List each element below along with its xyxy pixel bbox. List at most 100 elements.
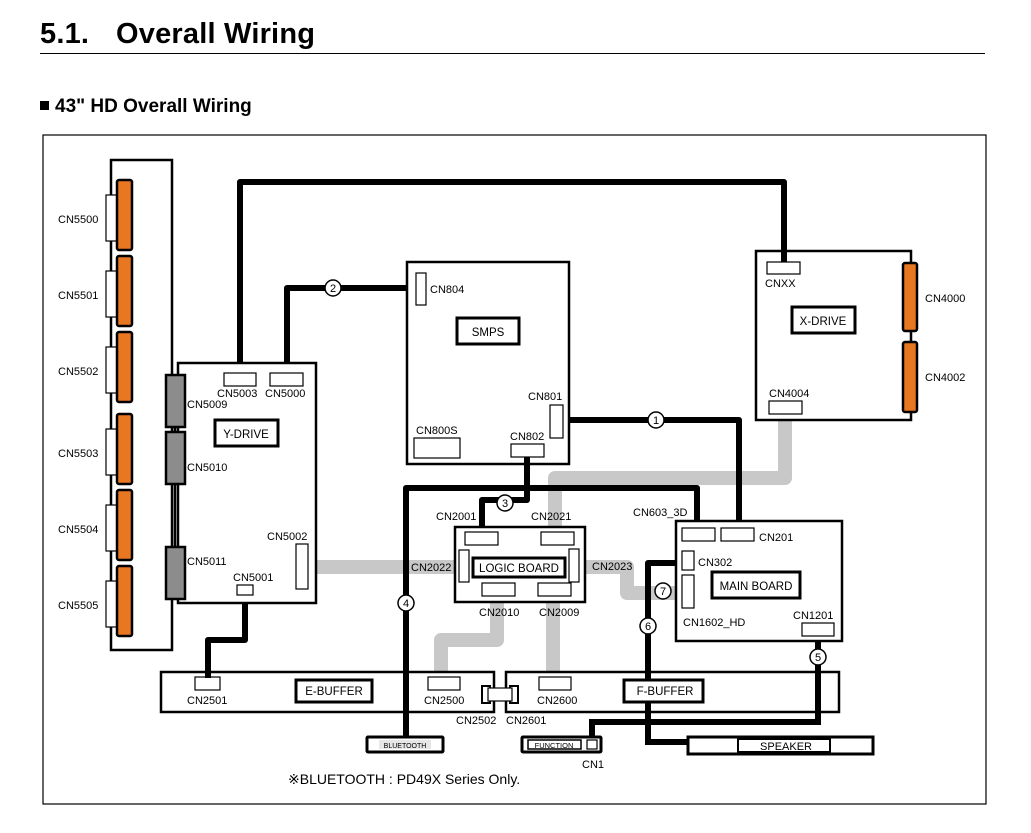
cn4004-label: CN4004: [769, 388, 809, 400]
panel-connector-label: CN5500: [58, 214, 98, 226]
cn2023-label: CN2023: [592, 561, 632, 573]
cn603-3d-label: CN603_3D: [633, 507, 687, 519]
x-drive-label-box: [790, 305, 857, 335]
cn2500-label: CN2500: [424, 695, 464, 707]
cn802-connector: [510, 443, 545, 458]
cn800s-label: CN800S: [416, 425, 458, 437]
smps-label-box: [455, 316, 521, 346]
cn2022-label: CN2022: [411, 562, 451, 574]
cable-marker-2: [324, 279, 342, 297]
cn2009-connector: [537, 582, 572, 597]
cnxx-label: CNXX: [765, 278, 796, 290]
cable-marker-label: 1: [653, 415, 659, 427]
heading-rule: [40, 53, 985, 54]
diagram-frame: [42, 134, 987, 805]
cn5002-connector: [295, 543, 309, 590]
panel-connector-label: CN5505: [58, 600, 98, 612]
panel-connector-cn5503: [115, 412, 134, 486]
cn2600-connector: [538, 676, 572, 691]
cable-marker-label: 7: [660, 586, 666, 598]
y-drive-label: Y-DRIVE: [223, 429, 269, 441]
cn2501-connector: [194, 676, 221, 691]
cn2021-label: CN2021: [531, 511, 571, 523]
cn5000-connector: [269, 372, 304, 387]
cn804-label: CN804: [430, 284, 464, 296]
panel-connector-label: CN5503: [58, 448, 98, 460]
cn2001-label: CN2001: [436, 511, 476, 523]
cn804-connector: [415, 272, 427, 306]
ffc-cn4004-cn2021: [548, 418, 792, 527]
cn5003-label: CN5003: [217, 388, 257, 400]
bluetooth-label: BLUETOOTH: [384, 743, 427, 750]
cn800s-connector: [413, 437, 461, 459]
cn4004-connector: [768, 400, 803, 415]
cn1-label: CN1: [582, 759, 604, 771]
smps-label: SMPS: [472, 327, 505, 339]
logic-board-label: LOGIC BOARD: [479, 563, 559, 575]
bluetooth-footnote: ※BLUETOOTH : PD49X Series Only.: [288, 771, 520, 787]
logic-board-label-box: [471, 556, 567, 579]
cn5010-label: CN5010: [187, 462, 227, 474]
cn201-label: CN201: [759, 532, 793, 544]
cn2009-label: CN2009: [539, 607, 579, 619]
wire-3-cn802-cn2001: [479, 456, 530, 530]
panel-connector-cn5500: [115, 178, 134, 252]
cable-marker-label: 3: [502, 498, 508, 510]
cn802-label: CN802: [510, 431, 544, 443]
smps-board: [405, 260, 571, 466]
cn5009-connector: [164, 373, 187, 429]
section-heading: 5.1. Overall Wiring: [40, 18, 315, 51]
cn2010-connector: [481, 582, 516, 597]
f-buffer-label: F-BUFFER: [637, 686, 694, 698]
cable-marker-label: 6: [645, 621, 651, 633]
cn5011-connector: [164, 545, 187, 601]
panel-connector-cn5501: [115, 254, 134, 328]
square-bullet-icon: [40, 101, 49, 110]
cn4002-connector: [901, 340, 919, 414]
cn5010-connector: [164, 430, 187, 486]
cn5003-connector: [223, 372, 257, 387]
main-board-label: MAIN BOARD: [720, 581, 793, 593]
cn2601-label: CN2601: [506, 715, 546, 727]
wire-1-cn801-cn201: [563, 417, 742, 527]
f-buffer-label-box: [622, 678, 705, 704]
cn4002-label: CN4002: [925, 372, 965, 384]
cnxx-connector: [766, 261, 801, 275]
function-label: FUNCTION: [535, 741, 574, 750]
cable-marker-label: 5: [815, 652, 821, 664]
subheading-text: 43" HD Overall Wiring: [55, 96, 252, 117]
cn4000-label: CN4000: [925, 293, 965, 305]
panel-connector-label: CN5504: [58, 524, 98, 536]
panel-connector-cn5502: [115, 330, 134, 404]
cn603-3d-connector: [681, 527, 716, 542]
cable-marker-4: [397, 594, 415, 612]
cable-marker-7: [654, 582, 672, 600]
cn1602-hd-label: CN1602_HD: [683, 617, 745, 629]
cn2600-label: CN2600: [537, 695, 577, 707]
wire-2-cn5000-cn804: [284, 285, 415, 373]
cn302-connector: [681, 550, 695, 571]
cn1-connector: [586, 739, 598, 750]
cn2010-label: CN2010: [479, 607, 519, 619]
section-title: Overall Wiring: [116, 18, 316, 50]
panel-connector-cn5504: [115, 488, 134, 562]
cn1201-label: CN1201: [793, 610, 833, 622]
section-number: 5.1.: [40, 18, 90, 50]
y-drive-label-box: [213, 418, 280, 448]
cn2022-connector: [458, 549, 470, 583]
cable-marker-1: [647, 411, 665, 429]
main-board-label-box: [710, 570, 802, 600]
wire-cn5001-cn2501: [205, 595, 248, 680]
e-buffer-label-box: [294, 678, 374, 704]
cn2501-label: CN2501: [187, 695, 227, 707]
panel-connector-label: CN5501: [58, 290, 98, 302]
cn5001-connector: [236, 584, 254, 596]
cn201-connector: [720, 527, 755, 542]
cable-marker-3: [496, 494, 514, 512]
cable-marker-label: 4: [403, 598, 409, 610]
cn2502-label: CN2502: [456, 715, 496, 727]
cn5009-label: CN5009: [187, 399, 227, 411]
cn5000-label: CN5000: [265, 388, 305, 400]
